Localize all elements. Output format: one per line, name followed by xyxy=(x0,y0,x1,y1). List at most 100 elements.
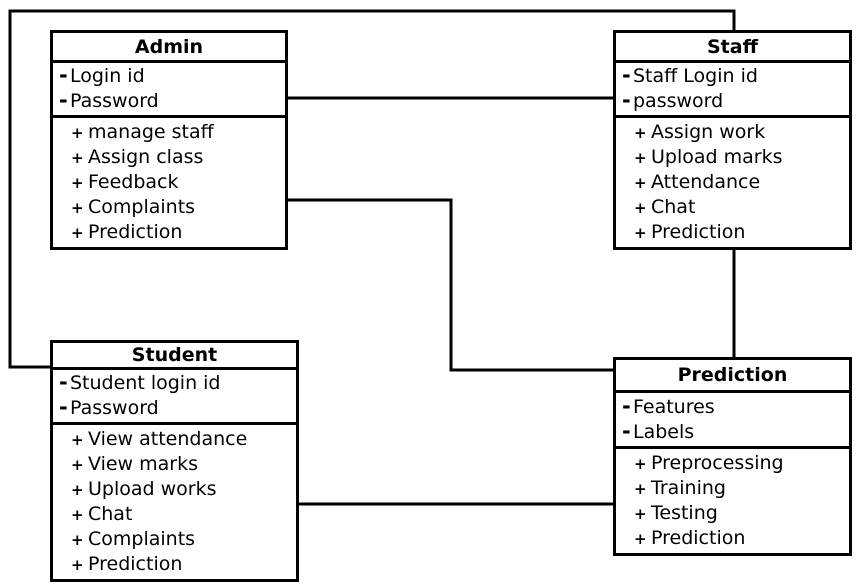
method-row: + Feedback xyxy=(71,170,285,195)
method-name: Prediction xyxy=(88,221,183,243)
class-title-student: Student xyxy=(53,343,296,370)
visibility-marker: - xyxy=(59,395,68,419)
method-name: Testing xyxy=(651,502,718,524)
attribute-name: Password xyxy=(70,90,159,112)
class-box-admin[interactable]: Admin - Login id - Password + manage sta… xyxy=(50,30,288,250)
method-row: + Training xyxy=(634,476,849,501)
attribute-row: - Features xyxy=(622,395,849,420)
method-name: Feedback xyxy=(88,171,179,193)
class-attributes-student: - Student login id - Password xyxy=(53,370,296,425)
visibility-marker: - xyxy=(59,370,68,394)
visibility-marker: + xyxy=(634,124,647,142)
method-name: View marks xyxy=(88,453,198,475)
class-title-prediction: Prediction xyxy=(616,360,849,393)
method-row: + manage staff xyxy=(71,120,285,145)
visibility-marker: + xyxy=(634,480,647,498)
method-row: + Upload works xyxy=(71,477,296,502)
method-row: + Assign class xyxy=(71,145,285,170)
method-row: + Prediction xyxy=(634,526,849,551)
visibility-marker: + xyxy=(71,199,84,217)
method-row: + Chat xyxy=(71,502,296,527)
method-name: Assign work xyxy=(651,121,766,143)
visibility-marker: + xyxy=(71,556,84,574)
visibility-marker: + xyxy=(634,174,647,192)
visibility-marker: + xyxy=(71,174,84,192)
method-name: manage staff xyxy=(88,121,214,143)
attribute-row: - Password xyxy=(59,89,285,114)
visibility-marker: + xyxy=(71,224,84,242)
visibility-marker: + xyxy=(634,224,647,242)
method-name: Assign class xyxy=(88,146,204,168)
class-title-staff: Staff xyxy=(616,33,849,63)
visibility-marker: + xyxy=(71,431,84,449)
method-name: Prediction xyxy=(651,221,746,243)
method-row: + Prediction xyxy=(71,552,296,577)
method-row: + Complaints xyxy=(71,195,285,220)
class-attributes-staff: - Staff Login id - password xyxy=(616,63,849,118)
association-line-admin-student xyxy=(8,28,52,369)
attribute-name: Labels xyxy=(633,420,695,443)
class-title-admin: Admin xyxy=(53,33,285,63)
visibility-marker: - xyxy=(622,418,631,443)
attribute-name: Password xyxy=(70,397,159,419)
attribute-row: - Login id xyxy=(59,64,285,89)
method-row: + Assign work xyxy=(634,120,849,145)
method-name: Training xyxy=(651,477,726,499)
method-name: Attendance xyxy=(651,171,761,193)
attribute-name: Staff Login id xyxy=(633,65,758,87)
method-name: Prediction xyxy=(88,553,183,575)
attribute-name: Student login id xyxy=(70,372,221,394)
visibility-marker: + xyxy=(634,530,647,548)
method-name: Chat xyxy=(651,196,696,218)
attribute-name: Login id xyxy=(70,65,145,87)
visibility-marker: + xyxy=(634,455,647,473)
class-box-prediction[interactable]: Prediction - Features - Labels + Preproc… xyxy=(613,357,852,556)
class-methods-student: + View attendance + View marks + Upload … xyxy=(53,425,296,579)
method-name: Preprocessing xyxy=(651,452,784,474)
method-row: + Testing xyxy=(634,501,849,526)
visibility-marker: + xyxy=(634,505,647,523)
method-name: Prediction xyxy=(651,527,746,549)
method-row: + Prediction xyxy=(71,220,285,245)
class-box-staff[interactable]: Staff - Staff Login id - password + Assi… xyxy=(613,30,852,250)
visibility-marker: + xyxy=(634,199,647,217)
attribute-row: - Staff Login id xyxy=(622,64,849,89)
attribute-row: - password xyxy=(622,89,849,114)
visibility-marker: + xyxy=(634,149,647,167)
method-row: + Attendance xyxy=(634,170,849,195)
visibility-marker: - xyxy=(622,88,631,112)
method-row: + Preprocessing xyxy=(634,451,849,476)
class-attributes-admin: - Login id - Password xyxy=(53,63,285,118)
method-row: + View attendance xyxy=(71,427,296,452)
method-name: Upload works xyxy=(88,478,217,500)
method-row: + View marks xyxy=(71,452,296,477)
attribute-row: - Password xyxy=(59,396,296,421)
class-methods-prediction: + Preprocessing + Training + Testing + P… xyxy=(616,449,849,553)
method-name: Complaints xyxy=(88,196,196,218)
attribute-row: - Student login id xyxy=(59,371,296,396)
method-name: Complaints xyxy=(88,528,196,550)
method-name: Chat xyxy=(88,503,133,525)
attribute-row: - Labels xyxy=(622,420,849,445)
visibility-marker: - xyxy=(59,63,68,87)
visibility-marker: + xyxy=(71,149,84,167)
method-row: + Complaints xyxy=(71,527,296,552)
visibility-marker: + xyxy=(71,531,84,549)
class-attributes-prediction: - Features - Labels xyxy=(616,393,849,449)
visibility-marker: - xyxy=(622,393,631,418)
class-methods-admin: + manage staff + Assign class + Feedback… xyxy=(53,118,285,247)
method-row: + Upload marks xyxy=(634,145,849,170)
method-name: View attendance xyxy=(88,428,248,450)
visibility-marker: + xyxy=(71,124,84,142)
method-name: Upload marks xyxy=(651,146,783,168)
class-box-student[interactable]: Student - Student login id - Password + … xyxy=(50,340,299,582)
visibility-marker: + xyxy=(71,456,84,474)
visibility-marker: - xyxy=(622,63,631,87)
visibility-marker: + xyxy=(71,481,84,499)
visibility-marker: + xyxy=(71,506,84,524)
association-line-admin-prediction xyxy=(286,198,615,372)
attribute-name: password xyxy=(633,90,724,112)
attribute-name: Features xyxy=(633,395,715,418)
